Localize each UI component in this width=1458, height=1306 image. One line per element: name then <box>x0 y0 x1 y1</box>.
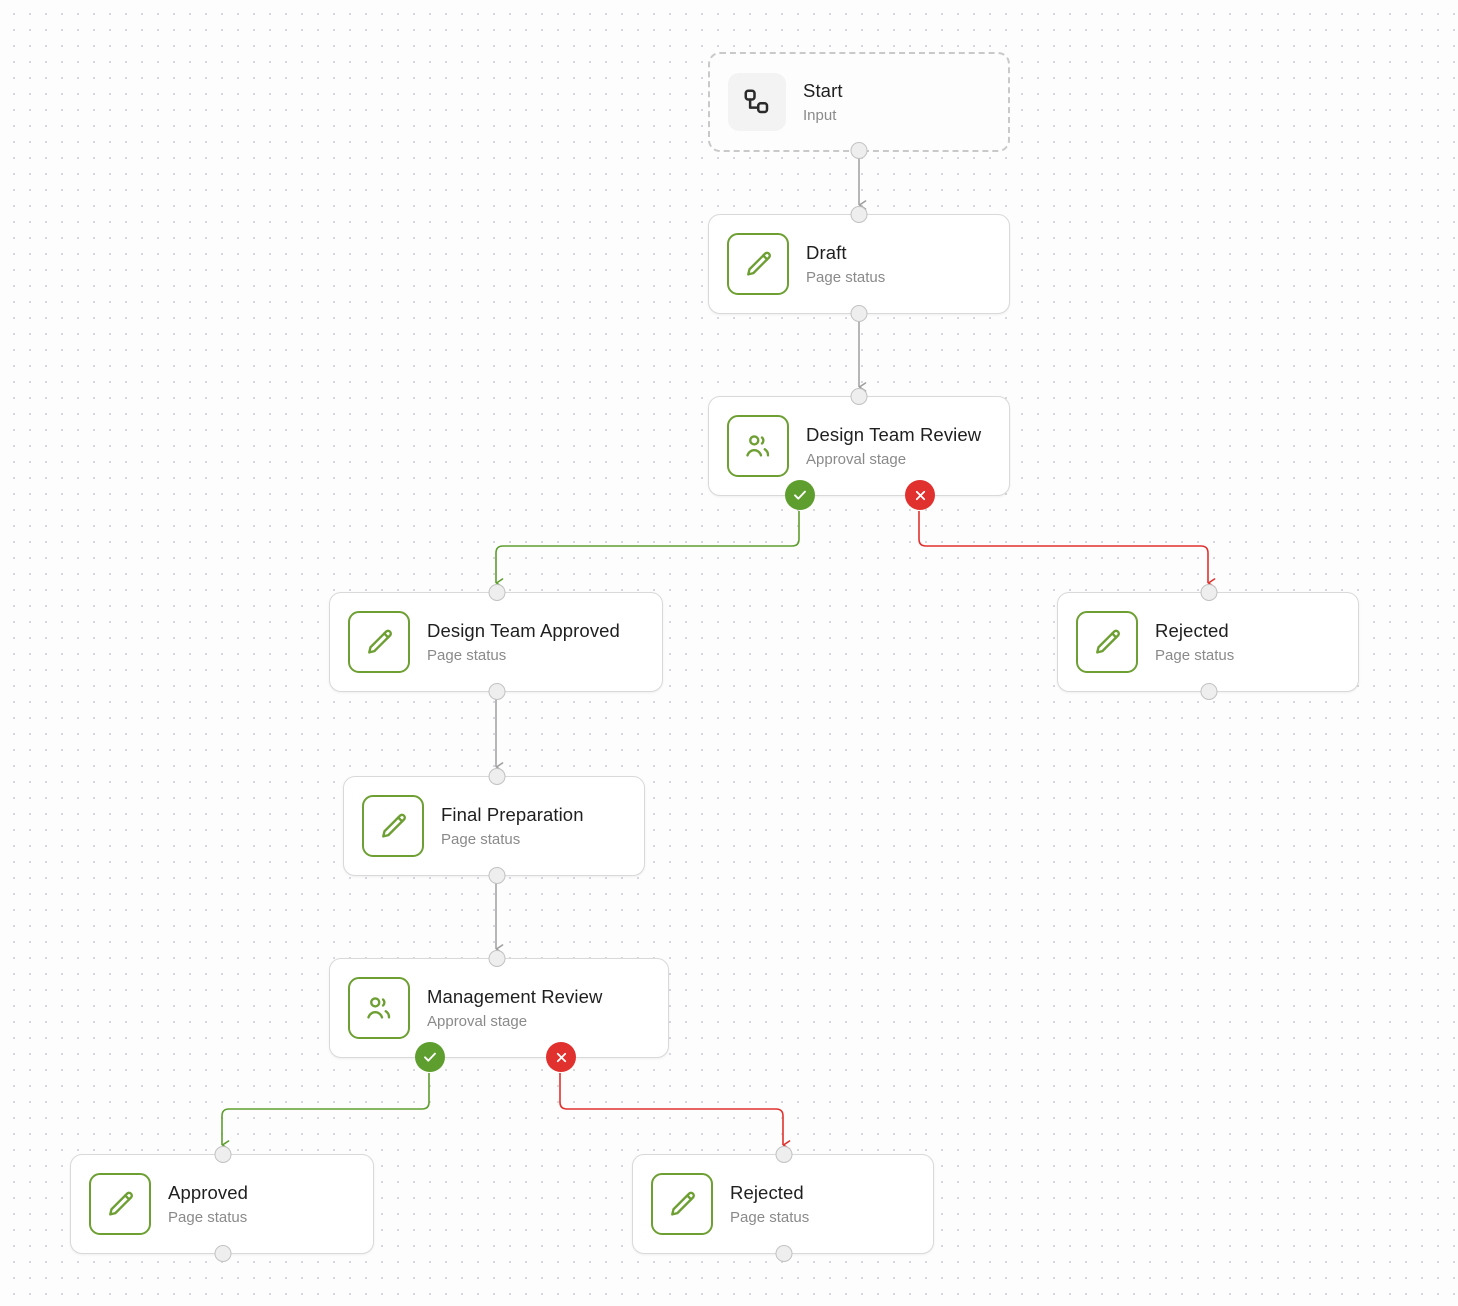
users-icon <box>727 415 789 477</box>
node-subtitle: Input <box>803 106 837 124</box>
node-labels: Design Team Review Approval stage <box>806 423 981 469</box>
node-title: Final Preparation <box>441 804 584 826</box>
edge-review-reject-to-rejected <box>918 511 1216 588</box>
handle-target-top[interactable] <box>488 950 506 967</box>
handle-source-bottom[interactable] <box>1200 683 1218 700</box>
handle-source-bottom[interactable] <box>214 1245 232 1262</box>
node-subtitle: Page status <box>1155 646 1235 664</box>
node-subtitle: Page status <box>806 268 886 286</box>
handle-source-bottom[interactable] <box>775 1245 793 1262</box>
node-title: Rejected <box>730 1182 804 1204</box>
handle-target-top[interactable] <box>850 388 868 405</box>
handle-source-bottom[interactable] <box>850 142 868 159</box>
node-labels: Rejected Page status <box>730 1181 809 1227</box>
node-draft[interactable]: Draft Page status <box>708 206 1010 322</box>
node-design-team-approved[interactable]: Design Team Approved Page status <box>329 584 663 700</box>
handle-source-bottom[interactable] <box>488 867 506 884</box>
flow-nodes-icon <box>728 73 786 131</box>
node-subtitle: Page status <box>168 1208 248 1226</box>
edge-management-reject-to-rejected <box>559 1073 791 1150</box>
node-labels: Start Input <box>803 79 843 125</box>
node-title: Rejected <box>1155 620 1229 642</box>
node-final-preparation[interactable]: Final Preparation Page status <box>343 768 645 884</box>
node-rejected-bottom[interactable]: Rejected Page status <box>632 1146 934 1262</box>
node-title: Management Review <box>427 986 603 1008</box>
handle-target-top[interactable] <box>488 768 506 785</box>
pencil-icon <box>348 611 410 673</box>
node-approved[interactable]: Approved Page status <box>70 1146 374 1262</box>
handle-reject-x-icon[interactable] <box>905 480 935 510</box>
node-title: Start <box>803 80 843 102</box>
node-labels: Design Team Approved Page status <box>427 619 620 665</box>
node-subtitle: Page status <box>427 646 507 664</box>
handle-target-top[interactable] <box>775 1146 793 1163</box>
users-icon <box>348 977 410 1039</box>
node-subtitle: Approval stage <box>806 450 907 468</box>
handle-target-top[interactable] <box>488 584 506 601</box>
node-labels: Final Preparation Page status <box>441 803 584 849</box>
handle-approve-check-icon[interactable] <box>785 480 815 510</box>
node-design-team-review[interactable]: Design Team Review Approval stage <box>708 388 1010 510</box>
node-labels: Draft Page status <box>806 241 885 287</box>
edge-review-approve-to-design-team-approved <box>495 511 800 588</box>
pencil-icon <box>362 795 424 857</box>
handle-target-top[interactable] <box>1200 584 1218 601</box>
pencil-icon <box>727 233 789 295</box>
node-labels: Management Review Approval stage <box>427 985 602 1031</box>
edge-management-approve-to-approved <box>221 1073 430 1150</box>
node-title: Design Team Approved <box>427 620 620 642</box>
node-title: Design Team Review <box>806 424 982 446</box>
handle-reject-x-icon[interactable] <box>546 1042 576 1072</box>
handle-approve-check-icon[interactable] <box>415 1042 445 1072</box>
node-labels: Rejected Page status <box>1155 619 1234 665</box>
handle-source-bottom[interactable] <box>488 683 506 700</box>
node-labels: Approved Page status <box>168 1181 248 1227</box>
handle-target-top[interactable] <box>214 1146 232 1163</box>
handle-source-bottom[interactable] <box>850 305 868 322</box>
pencil-icon <box>1076 611 1138 673</box>
node-management-review[interactable]: Management Review Approval stage <box>329 950 669 1072</box>
node-subtitle: Approval stage <box>427 1012 528 1030</box>
pencil-icon <box>89 1173 151 1235</box>
node-rejected-top[interactable]: Rejected Page status <box>1057 584 1359 700</box>
node-subtitle: Page status <box>730 1208 810 1226</box>
pencil-icon <box>651 1173 713 1235</box>
node-start[interactable]: Start Input <box>708 52 1010 159</box>
node-subtitle: Page status <box>441 830 521 848</box>
handle-target-top[interactable] <box>850 206 868 223</box>
node-title: Draft <box>806 242 847 264</box>
node-title: Approved <box>168 1182 248 1204</box>
